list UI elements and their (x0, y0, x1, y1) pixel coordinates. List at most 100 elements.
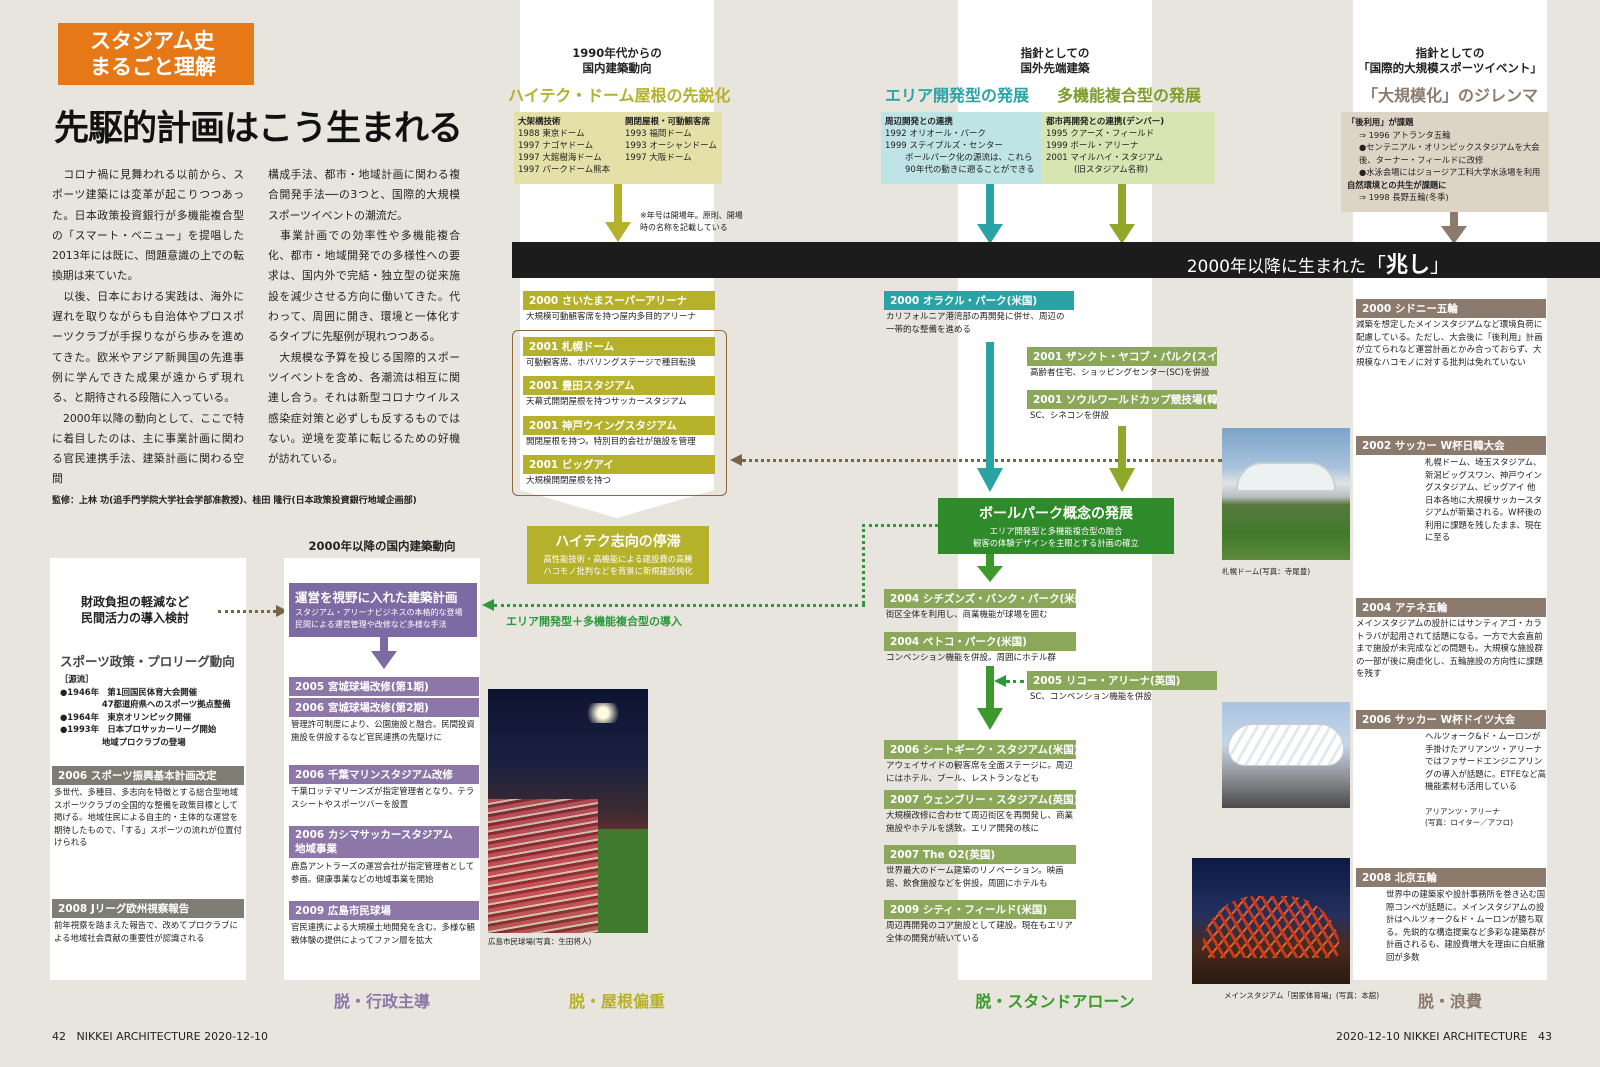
entry-desc-athens: メインスタジアムの設計にはサンティアゴ・カラトラバが起用されて話題になる。一方で… (1356, 619, 1544, 679)
arrow-down-icon (977, 468, 1003, 492)
events-box: 「後利用」が課題 ⇒ 1996 アトランタ五輪 ●センテニアル・オリンピックスタ… (1341, 112, 1549, 212)
entry-desc-beijing: 世界中の建築家や設計事務所を巻き込む国際コンペが話題に。メインスタジアムの設計は… (1386, 889, 1546, 962)
entry-band-saitama: 2000 さいたまスーパーアリーナ (523, 291, 715, 310)
entry-band-ricoh: 2005 リコー・アリーナ(英国) (1027, 671, 1217, 690)
entry-desc-bigeye: 大規模開閉屋根を持つ (526, 476, 612, 486)
policy-top-label: 財政負担の軽減など 民間活力の導入検討 (80, 595, 189, 625)
entry-band-jleague: 2008 Jリーグ欧州視察報告 (52, 899, 244, 918)
footer-left: 42 NIKKEI ARCHITECTURE 2020-12-10 (52, 1030, 269, 1043)
intro-col1: コロナ禍に見舞われる以前から、スポーツ建築には変革が起こりつつあった。日本政策投… (52, 168, 244, 486)
events-arrow (1450, 212, 1458, 228)
events-top-label: 指針としての 「国際的大規模スポーツイベント」 (1358, 46, 1542, 75)
badge-line1: スタジアム史 (90, 29, 215, 53)
entry-band-seoul: 2001 ソウルワールドカップ競技場(韓国) (1027, 390, 1217, 409)
entry-desc-saitama: 大規模可動観客席を持つ屋内多目的アリーナ (526, 312, 697, 322)
photo-caption-sapporo: 札幌ドーム(写真：寺尾豊) (1222, 567, 1311, 576)
supervisor-credit: 監修：上林 功(追手門学院大学社会学部准教授)、桂田 隆行(日本政策投資銀行地域… (52, 496, 417, 506)
domestic-arrow (614, 184, 622, 224)
footer-right: 2020-12-10 NIKKEI ARCHITECTURE 43 (1335, 1030, 1552, 1043)
arrow-down-icon (605, 222, 631, 242)
arrow-down-icon (371, 651, 397, 669)
photo-caption-beijing: メインスタジアム「国家体育場」(写真：本舘) (1224, 991, 1380, 1000)
entry-band-kashima: 2006 カシマサッカースタジアム 地域事業 (289, 826, 479, 858)
domestic-right-list: 開閉屋根・可動観客席 1993 福岡ドーム 1993 オーシャンドーム 1997… (625, 117, 717, 163)
header-badge: スタジアム史 まるごと理解 (58, 23, 254, 85)
bottom-label-roof: 脱・屋根偏重 (568, 992, 665, 1011)
domestic-column-chevron (520, 490, 714, 518)
domestic-top-label: 1990年代からの 国内建築動向 (572, 46, 662, 75)
entry-band-o2: 2007 The O2(英国) (884, 845, 1076, 864)
domestic2000-title-box: 運営を視野に入れた建築計画 スタジアム・アリーナビジネスの本格的な登場 民間によ… (289, 583, 477, 637)
entry-desc-jleague: 前年視察を踏まえた報告で、改めてプロクラブによる地域社会貢献の重要性が認識される (54, 920, 238, 943)
entry-band-citizens: 2004 シチズンズ・バンク・パーク(米国) (884, 589, 1076, 608)
entry-desc-seatgeek: アウェイサイドの観客席を全面ステージに。周辺にはホテル、プール、レストランなども (886, 761, 1073, 784)
timeline-label: 2000年以降に生まれた「兆し」 (1186, 253, 1450, 278)
bottom-label-admin: 脱・行政主導 (333, 992, 430, 1011)
entry-desc-petco: コンベンション機能を併設。周囲にホテル群 (886, 653, 1057, 663)
dotted-arrow-icon (742, 459, 1222, 462)
entry-desc-toyota: 天幕式開閉屋根を持つサッカースタジアム (526, 397, 687, 407)
link-label: エリア開発型＋多機能複合型の導入 (506, 615, 682, 628)
arrow-down-icon (1109, 224, 1135, 244)
entry-band-hiroshima: 2009 広島市民球場 (289, 901, 479, 920)
overseas-right-box (1041, 112, 1215, 184)
arrow-down-icon (1109, 468, 1135, 492)
headline: 先駆的計画はこう生まれる (54, 109, 463, 149)
green-arrow-1 (986, 554, 994, 568)
entry-band-sydney: 2000 シドニー五輪 (1356, 299, 1546, 318)
purple-arrow (380, 637, 388, 653)
entry-band-miyagi2: 2006 宮城球場改修(第2期) (289, 698, 479, 717)
entry-band-miyagi1: 2005 宮城球場改修(第1期) (289, 677, 479, 696)
overseas-right-list: 都市再開発との連携(デンバー) 1995 クアーズ・フィールド 1999 ボール… (1046, 117, 1165, 175)
entry-desc-wembley: 大規模改修に合わせて周辺街区を再開発し、商業施設やホテルを誘致。エリア開発の核に (886, 811, 1074, 834)
entry-band-beijing: 2008 北京五輪 (1356, 868, 1546, 887)
overseas-title-b: 多機能複合型の発展 (1057, 86, 1202, 105)
teal-arrow-top (986, 184, 994, 226)
domestic2000-top-label: 2000年以降の国内建築動向 (308, 539, 456, 553)
intro-col2: 構成手法、都市・地域計画に関わる複合開発手法──の3つと、国際的大規模スポーツイ… (268, 168, 460, 466)
entry-desc-jakob: 高齢者住宅、ショッピングセンター(SC)を併設 (1030, 368, 1210, 378)
bottom-label-waste: 脱・浪費 (1417, 992, 1482, 1011)
entry-desc-seoul: SC、シネコンを併設 (1030, 411, 1110, 421)
entry-band-petco: 2004 ペトコ・パーク(米国) (884, 632, 1076, 651)
entry-desc-kashima: 鹿島アントラーズの運営会社が指定管理者として参画。健康事業などの地域事業を開始 (291, 861, 475, 884)
entry-desc-citifield: 周辺再開発のコア施設として建設。現在もエリア全体の開発が続いている (886, 921, 1073, 944)
entry-band-bigeye: 2001 ビッグアイ (523, 455, 715, 474)
entry-band-korea-japan: 2002 サッカー W杯日韓大会 (1356, 436, 1546, 455)
photo-hiroshima-stadium (488, 689, 648, 933)
domestic-left-list: 大架構技術 1988 東京ドーム 1997 ナゴヤドーム 1997 大館樹海ドー… (518, 117, 611, 175)
entry-band-germany: 2006 サッカー W杯ドイツ大会 (1356, 710, 1546, 729)
overseas-left-box (881, 112, 1041, 184)
dotted-arrow-icon (218, 610, 276, 613)
entry-band-citifield: 2009 シティ・フィールド(米国) (884, 900, 1076, 919)
entry-desc-korea-japan: 札幌ドーム、埼玉スタジアム、新潟ビッグスワン、神戸ウイングスタジアム、ビッグアイ… (1425, 457, 1542, 542)
entry-desc-miyagi2: 管理許可制度により、公園施設と融合。民間投資施設を併設するなど官民連携の先駆けに (291, 719, 475, 742)
entry-desc-sydney: 減築を想定したメインスタジアムなど環境負荷に配慮している。ただし、大会後に「後利… (1356, 320, 1543, 368)
arrow-down-icon (977, 708, 1003, 730)
photo-caption-hiroshima: 広島市民球場(写真：生田将人) (488, 937, 592, 946)
entry-desc-hiroshima: 官民連携による大規模土地開発を含む。多様な観戦体験の提供によってファン層を拡大 (291, 922, 475, 945)
badge-line2: まるごと理解 (90, 55, 216, 79)
teal-arrow-mid (986, 342, 994, 468)
timeline-bar: 2000年以降に生まれた「兆し」 (512, 242, 1600, 278)
entry-band-toyota: 2001 豊田スタジアム (523, 376, 715, 395)
photo-sapporo-dome (1222, 428, 1350, 560)
dotted-arrow-icon (862, 524, 938, 604)
overseas-top-label: 指針としての 国外先端建築 (1020, 46, 1090, 75)
stagnation-box: ハイテク志向の停滞 高性能技術・高機能による建設費の高騰 ハコモノ批判などを背景… (527, 526, 709, 584)
entry-desc-kobe: 開閉屋根を持つ。特別目的会社が施設を管理 (526, 437, 696, 447)
arrow-down-icon (1441, 226, 1467, 244)
photo-caption-allianz: アリアンツ・アリーナ (写真：ロイター／アフロ) (1425, 807, 1514, 827)
events-title: 「大規模化」のジレンマ (1361, 86, 1538, 105)
entry-desc-oracle: カリフォルニア港湾部の再開発に併せ、周辺の一帯的な整備を進める (886, 312, 1065, 335)
entry-desc-citizens: 街区全体を利用し、商業機能が球場を囲む (886, 610, 1048, 620)
entry-band-kobe: 2001 神戸ウイングスタジアム (523, 416, 715, 435)
photo-allianz-arena (1222, 702, 1350, 808)
entry-desc-chiba: 千葉ロッテマリーンズが指定管理者となり、テラスシートやスポーツバーを設置 (291, 786, 475, 809)
policy-title: スポーツ政策・プロリーグ動向 (60, 654, 235, 669)
entry-desc-o2: 世界最大のドーム建築のリノベーション。映画館、飲食施設などを併設。周囲にホテルも (886, 866, 1064, 889)
overseas-title-a: エリア開発型の発展 (885, 86, 1030, 105)
bottom-label-standalone: 脱・スタンドアローン (975, 992, 1135, 1011)
entry-band-chiba: 2006 千葉マリンスタジアム改修 (289, 765, 479, 784)
olive-arrow-mid (1118, 426, 1126, 470)
